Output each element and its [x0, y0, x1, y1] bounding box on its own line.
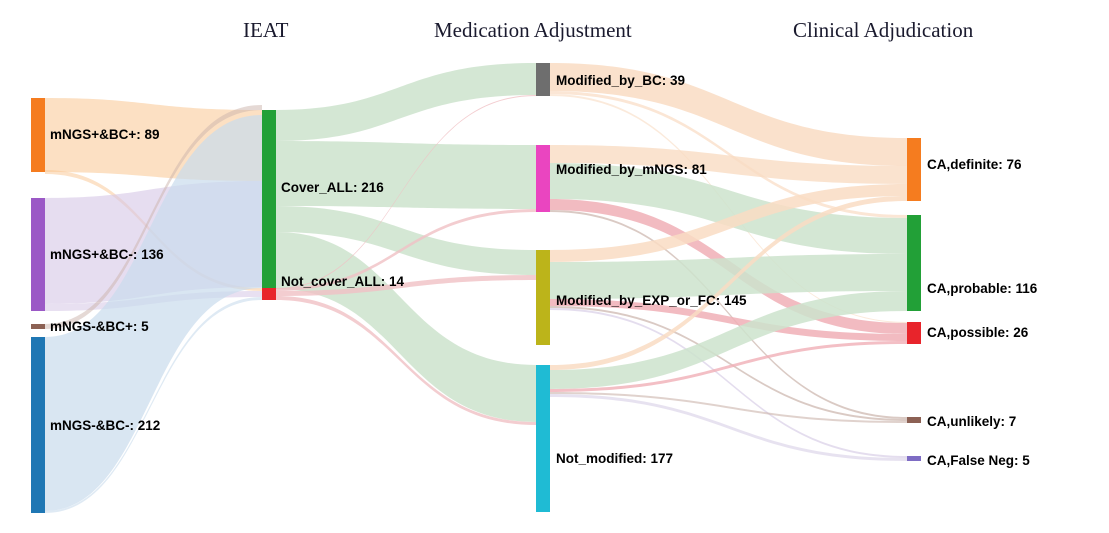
node-label-mngs_p_bc_p: mNGS+&BC+: 89 — [50, 127, 160, 142]
node-label-not_mod: Not_modified: 177 — [556, 451, 674, 466]
flow-coverall-modexp[interactable] — [276, 206, 536, 275]
flow-modbc-caprob[interactable] — [550, 91, 907, 218]
node-label-ca_probable: CA,probable: 116 — [927, 281, 1038, 296]
node-label-not_cover_all: Not_cover_ALL: 14 — [281, 274, 405, 289]
flow-notcover-modexp[interactable] — [276, 275, 536, 296]
flow-mngsNbcN-coverall[interactable] — [45, 115, 262, 511]
sankey-node-mod_bc[interactable] — [536, 63, 550, 96]
sankey-node-ca_false_neg[interactable] — [907, 456, 921, 461]
node-label-ca_definite: CA,definite: 76 — [927, 157, 1022, 172]
flow-modexp-capos[interactable] — [550, 299, 907, 341]
sankey-node-ca_unlikely[interactable] — [907, 417, 921, 423]
node-label-mngs_n_bc_n: mNGS-&BC-: 212 — [50, 418, 161, 433]
flow-notmod-cafn[interactable] — [550, 394, 907, 461]
sankey-node-mod_mngs[interactable] — [536, 145, 550, 212]
sankey-node-mod_exp_fc[interactable] — [536, 250, 550, 345]
flow-modexp-caunl[interactable] — [550, 306, 907, 421]
sankey-node-ca_definite[interactable] — [907, 138, 921, 201]
column-title-medication_adjustment: Medication Adjustment — [434, 18, 632, 42]
node-label-cover_all: Cover_ALL: 216 — [281, 180, 384, 195]
node-label-ca_unlikely: CA,unlikely: 7 — [927, 414, 1017, 429]
flow-modmngs-caprob[interactable] — [550, 163, 907, 254]
flow-notmod-caprob[interactable] — [550, 291, 907, 389]
flow-notmod-caunl[interactable] — [550, 392, 907, 423]
column-title-clinical_adjudication: Clinical Adjudication — [793, 18, 974, 42]
sankey-node-mngs_p_bc_n[interactable] — [31, 198, 45, 311]
flow-modbc-cadef[interactable] — [550, 63, 907, 166]
flow-modexp-cadef[interactable] — [550, 184, 907, 262]
column-title-ieat: IEAT — [243, 18, 289, 42]
node-label-mod_exp_fc: Modified_by_EXP_or_FC: 145 — [556, 293, 747, 308]
sankey-node-ca_possible[interactable] — [907, 322, 921, 344]
node-label-mod_mngs: Modified_by_mNGS: 81 — [556, 162, 707, 177]
sankey-node-mngs_n_bc_p[interactable] — [31, 324, 45, 329]
sankey-node-cover_all[interactable] — [262, 110, 276, 289]
flow-modexp-caprob[interactable] — [550, 254, 907, 299]
sankey-node-not_cover_all[interactable] — [262, 288, 276, 300]
flow-coverall-modbc[interactable] — [276, 63, 536, 141]
flow-modexp-cafn[interactable] — [550, 308, 907, 458]
node-label-mngs_p_bc_n: mNGS+&BC-: 136 — [50, 247, 164, 262]
node-label-ca_possible: CA,possible: 26 — [927, 325, 1029, 340]
flow-notmod-cadef[interactable] — [550, 196, 907, 370]
node-label-mngs_n_bc_p: mNGS-&BC+: 5 — [50, 319, 149, 334]
node-label-mod_bc: Modified_by_BC: 39 — [556, 73, 686, 88]
flow-modmngs-cadef[interactable] — [550, 145, 907, 184]
flow-notmod-capos[interactable] — [550, 341, 907, 392]
node-label-ca_false_neg: CA,False Neg: 5 — [927, 453, 1030, 468]
flow-coverall-modmngs[interactable] — [276, 141, 536, 209]
sankey-node-mngs_p_bc_p[interactable] — [31, 98, 45, 172]
sankey-node-ca_probable[interactable] — [907, 215, 921, 311]
sankey-node-not_mod[interactable] — [536, 365, 550, 512]
sankey-node-mngs_n_bc_n[interactable] — [31, 337, 45, 513]
